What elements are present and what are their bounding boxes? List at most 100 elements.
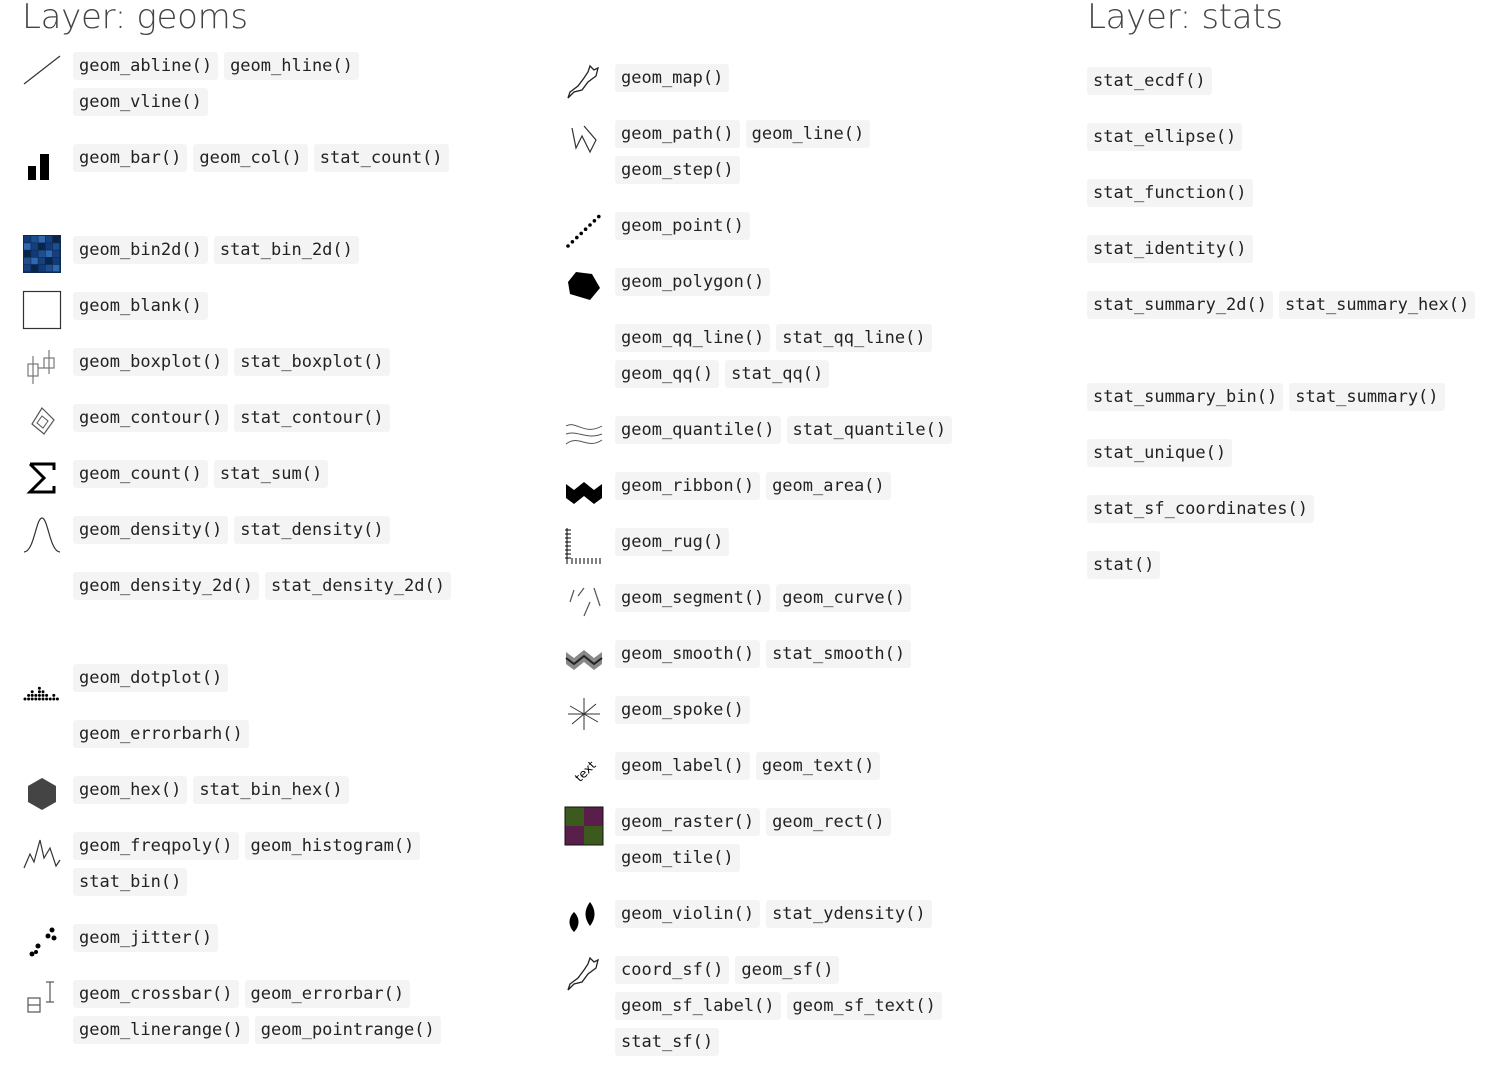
function-link[interactable]: geom_spoke() (615, 696, 750, 724)
function-link[interactable]: geom_point() (615, 212, 750, 240)
function-link[interactable]: stat_bin_hex() (193, 776, 349, 804)
blank-icon (22, 290, 62, 330)
stats-heading: Layer: stats (1087, 0, 1283, 37)
function-link[interactable]: stat_count() (313, 144, 449, 172)
bin2d-icon (22, 234, 62, 274)
function-link[interactable]: stat_density() (234, 516, 390, 544)
function-link[interactable]: geom_col() (193, 144, 308, 172)
function-link[interactable]: geom_rect() (766, 808, 891, 836)
function-link[interactable]: coord_sf() (615, 956, 730, 984)
function-link[interactable]: stat_qq() (725, 360, 830, 388)
spoke-icon (564, 694, 604, 734)
function-link[interactable]: stat_boxplot() (234, 348, 390, 376)
function-link[interactable]: stat_identity() (1087, 235, 1253, 263)
function-link[interactable]: geom_smooth() (615, 640, 761, 668)
function-link[interactable]: stat_bin_2d() (213, 236, 359, 264)
function-chips: coord_sf()geom_sf() geom_sf_label()geom_s… (615, 956, 975, 1064)
function-link[interactable]: geom_area() (766, 472, 891, 500)
function-link[interactable]: geom_label() (615, 752, 750, 780)
function-chips: geom_rug() (615, 528, 975, 564)
function-link[interactable]: stat_summary() (1289, 383, 1445, 411)
function-link[interactable]: stat_ellipse() (1087, 123, 1243, 151)
function-link[interactable]: geom_jitter() (73, 924, 219, 952)
function-link[interactable]: geom_segment() (615, 584, 771, 612)
function-link[interactable]: geom_sf() (735, 956, 840, 984)
function-link[interactable]: stat_smooth() (766, 640, 912, 668)
function-link[interactable]: stat_sf() (615, 1028, 720, 1056)
function-link[interactable]: geom_errorbarh() (73, 720, 249, 748)
function-link[interactable]: stat_sum() (213, 460, 329, 488)
function-link[interactable]: geom_count() (73, 460, 208, 488)
function-link[interactable]: geom_line() (745, 120, 871, 148)
function-chips: stat_unique() (1087, 439, 1497, 475)
function-link[interactable]: geom_rug() (615, 528, 730, 556)
function-link[interactable]: geom_violin() (615, 900, 761, 928)
function-link[interactable]: geom_linerange() (73, 1016, 249, 1044)
function-chips: stat_identity() (1087, 235, 1497, 271)
function-link[interactable]: geom_boxplot() (73, 348, 229, 376)
function-link[interactable]: stat_bin() (73, 868, 188, 896)
function-link[interactable]: geom_abline() (73, 52, 219, 80)
function-link[interactable]: geom_quantile() (615, 416, 781, 444)
function-link[interactable]: stat_summary_hex() (1279, 291, 1476, 319)
function-chips: geom_boxplot()stat_boxplot() (73, 348, 453, 384)
function-link[interactable]: geom_text() (755, 752, 881, 780)
function-link[interactable]: stat_sf_coordinates() (1087, 495, 1314, 523)
function-link[interactable]: stat_ecdf() (1087, 67, 1212, 95)
function-chips: geom_abline()geom_hline() geom_vline() (73, 52, 453, 124)
point-icon (564, 210, 604, 250)
function-link[interactable]: geom_path() (615, 120, 740, 148)
function-link[interactable]: geom_tile() (615, 844, 740, 872)
function-link[interactable]: geom_step() (615, 156, 740, 184)
function-link[interactable]: stat_unique() (1087, 439, 1233, 467)
smooth-icon (564, 638, 604, 678)
function-chips: geom_point() (615, 212, 975, 248)
function-link[interactable]: geom_histogram() (244, 832, 421, 860)
function-link[interactable]: geom_sf_text() (786, 992, 942, 1020)
function-link[interactable]: geom_ribbon() (615, 472, 761, 500)
function-link[interactable]: geom_blank() (73, 292, 208, 320)
function-link[interactable]: geom_freqpoly() (73, 832, 239, 860)
function-link[interactable]: geom_vline() (73, 88, 208, 116)
function-link[interactable]: geom_qq() (615, 360, 720, 388)
function-link[interactable]: stat_quantile() (786, 416, 953, 444)
function-link[interactable]: stat_function() (1087, 179, 1253, 207)
function-link[interactable]: geom_raster() (615, 808, 761, 836)
function-link[interactable]: geom_dotplot() (73, 664, 229, 692)
function-link[interactable]: geom_curve() (776, 584, 912, 612)
function-link[interactable]: stat_qq_line() (776, 324, 932, 352)
function-chips: geom_polygon() (615, 268, 975, 304)
function-chips: stat_summary_bin()stat_summary() (1087, 383, 1497, 419)
function-link[interactable]: geom_pointrange() (254, 1016, 441, 1044)
function-link[interactable]: geom_map() (615, 64, 730, 92)
function-link[interactable]: geom_density_2d() (73, 572, 259, 600)
function-chips: geom_ribbon()geom_area() (615, 472, 975, 508)
function-link[interactable]: geom_bin2d() (73, 236, 208, 264)
function-chips: geom_density_2d()stat_density_2d() (73, 572, 453, 608)
function-chips: geom_map() (615, 64, 975, 100)
function-chips: stat_ecdf() (1087, 67, 1497, 103)
function-link[interactable]: geom_density() (73, 516, 229, 544)
function-link[interactable]: geom_contour() (73, 404, 229, 432)
sf-map-icon (564, 954, 604, 994)
function-link[interactable]: stat() (1087, 551, 1161, 579)
map-icon (564, 62, 604, 102)
function-link[interactable]: geom_errorbar() (244, 980, 411, 1008)
bar-icon (22, 142, 62, 182)
jitter-icon (22, 922, 62, 962)
function-link[interactable]: stat_summary_bin() (1087, 383, 1284, 411)
function-link[interactable]: stat_density_2d() (265, 572, 451, 600)
function-link[interactable]: geom_bar() (73, 144, 188, 172)
function-link[interactable]: geom_crossbar() (73, 980, 239, 1008)
function-link[interactable]: stat_summary_2d() (1087, 291, 1273, 319)
function-link[interactable]: geom_qq_line() (615, 324, 771, 352)
function-link[interactable]: geom_polygon() (615, 268, 771, 296)
count-icon (22, 458, 62, 498)
function-link[interactable]: stat_ydensity() (766, 900, 932, 928)
function-link[interactable]: geom_hline() (224, 52, 359, 80)
crossbar-icon (22, 978, 62, 1018)
function-link[interactable]: geom_sf_label() (615, 992, 781, 1020)
function-link[interactable]: geom_hex() (73, 776, 188, 804)
function-link[interactable]: stat_contour() (234, 404, 390, 432)
contour-icon (22, 402, 62, 442)
